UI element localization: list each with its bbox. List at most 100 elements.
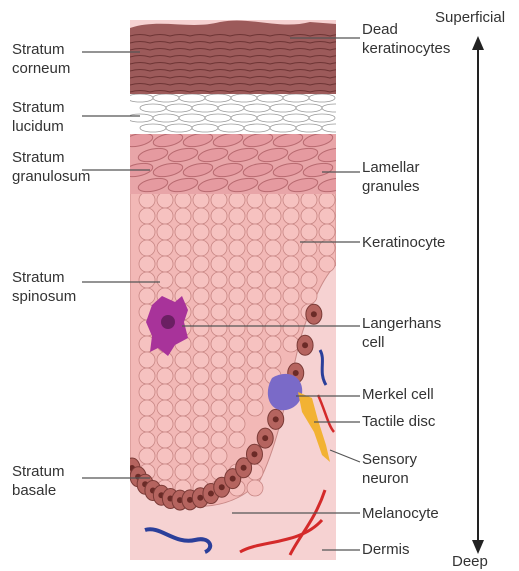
keratinocyte-cell [139,288,155,304]
keratinocyte-cell [211,192,227,208]
label-dermis: Dermis [362,540,410,559]
langerhans-nucleus [161,315,175,329]
keratinocyte-cell [211,448,227,464]
keratinocyte-cell [175,240,191,256]
keratinocyte-cell [193,304,209,320]
keratinocyte-cell [211,384,227,400]
keratinocyte-cell [211,224,227,240]
keratinocyte-cell [283,336,299,352]
keratinocyte-cell [175,224,191,240]
keratinocyte-cell [157,368,173,384]
keratinocyte-cell [301,192,317,208]
label-keratinocyte: Keratinocyte [362,233,445,252]
keratinocyte-cell [193,336,209,352]
keratinocyte-cell [139,272,155,288]
keratinocyte-cell [139,384,155,400]
keratinocyte-cell [193,240,209,256]
keratinocyte-cell [229,304,245,320]
keratinocyte-cell [319,256,335,272]
keratinocyte-cell [157,240,173,256]
keratinocyte-cell [139,352,155,368]
keratinocyte-cell [229,272,245,288]
keratinocyte-cell [301,208,317,224]
keratinocyte-cell [229,256,245,272]
label-stratum-granulosum: Stratum granulosum [12,148,90,186]
keratinocyte-cell [265,288,281,304]
keratinocyte-cell [193,352,209,368]
keratinocyte-cell [175,192,191,208]
label-merkel-cell: Merkel cell [362,385,434,404]
keratinocyte-cell [139,224,155,240]
keratinocyte-cell [229,384,245,400]
keratinocyte-cell [193,320,209,336]
keratinocyte-cell [265,336,281,352]
keratinocyte-cell [265,352,281,368]
keratinocyte-cell [193,224,209,240]
basal-nucleus [197,495,203,501]
keratinocyte-cell [247,384,263,400]
keratinocyte-cell [193,208,209,224]
basal-nucleus [230,476,236,482]
keratinocyte-cell [211,352,227,368]
keratinocyte-cell [283,208,299,224]
basal-nucleus [302,342,308,348]
keratinocyte-cell [157,448,173,464]
keratinocyte-cell [301,288,317,304]
keratinocyte-cell [229,320,245,336]
keratinocyte-cell [175,352,191,368]
keratinocyte-cell [283,192,299,208]
keratinocyte-cell [229,352,245,368]
keratinocyte-cell [247,304,263,320]
keratinocyte-cell [157,416,173,432]
keratinocyte-cell [157,352,173,368]
basal-nucleus [262,435,268,441]
keratinocyte-cell [193,272,209,288]
keratinocyte-cell [247,336,263,352]
keratinocyte-cell [247,208,263,224]
keratinocyte-cell [193,464,209,480]
stratum-corneum-layer [130,20,336,94]
keratinocyte-cell [157,464,173,480]
keratinocyte-cell [157,384,173,400]
label-stratum-lucidum: Stratum lucidum [12,98,65,136]
keratinocyte-cell [211,256,227,272]
label-stratum-corneum: Stratum corneum [12,40,70,78]
keratinocyte-cell [211,320,227,336]
keratinocyte-cell [247,256,263,272]
keratinocyte-cell [283,256,299,272]
keratinocyte-cell [211,432,227,448]
keratinocyte-cell [211,208,227,224]
stratum-lucidum-layer [130,92,336,134]
keratinocyte-cell [175,448,191,464]
keratinocyte-cell [157,192,173,208]
keratinocyte-cell [211,400,227,416]
keratinocyte-cell [265,320,281,336]
keratinocyte-cell [229,432,245,448]
keratinocyte-cell [157,272,173,288]
keratinocyte-cell [175,208,191,224]
keratinocyte-cell [139,400,155,416]
keratinocyte-cell [193,256,209,272]
keratinocyte-cell [139,208,155,224]
keratinocyte-cell [247,352,263,368]
basal-nucleus [311,311,317,317]
keratinocyte-cell [301,256,317,272]
label-lamellar-granules: Lamellar granules [362,158,420,196]
keratinocyte-cell [211,288,227,304]
arrow-up-icon [472,36,484,50]
keratinocyte-cell [157,256,173,272]
keratinocyte-cell [157,400,173,416]
keratinocyte-cell [175,368,191,384]
keratinocyte-cell [175,432,191,448]
keratinocyte-cell [211,416,227,432]
keratinocyte-cell [283,288,299,304]
keratinocyte-cell [229,368,245,384]
keratinocyte-cell [229,240,245,256]
keratinocyte-cell [193,400,209,416]
keratinocyte-cell [139,416,155,432]
keratinocyte-cell [247,192,263,208]
keratinocyte-cell [229,400,245,416]
keratinocyte-cell [175,256,191,272]
label-stratum-basale: Stratum basale [12,462,65,500]
keratinocyte-cell [193,384,209,400]
